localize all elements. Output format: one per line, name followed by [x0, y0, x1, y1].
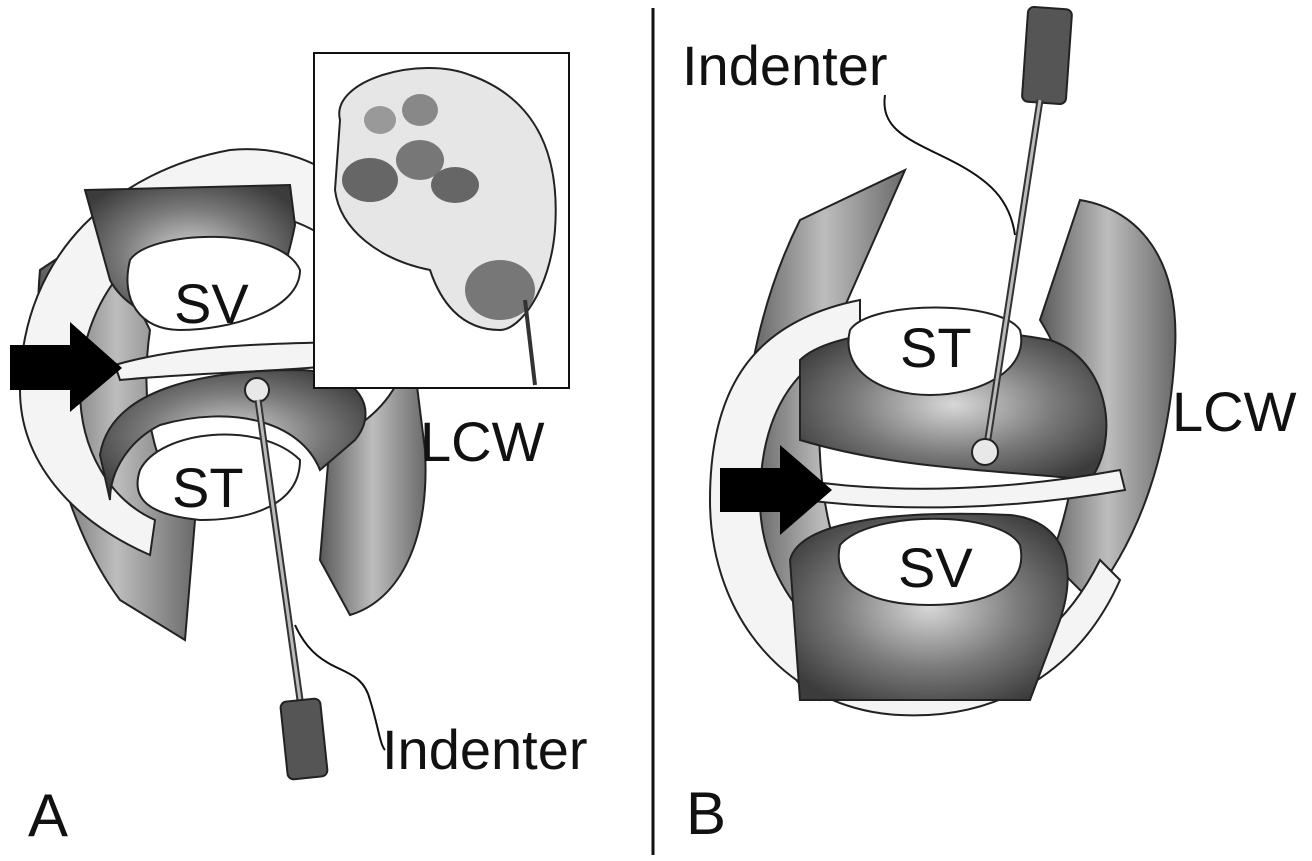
label-a-wall: LCW — [420, 414, 544, 470]
label-b-wall: LCW — [1172, 384, 1296, 440]
cochlea-inset-icon — [314, 53, 569, 388]
indenter-handle-a — [280, 698, 328, 780]
label-a-indenter: Indenter — [382, 722, 588, 778]
indenter-tip-a — [245, 378, 269, 402]
label-a-upper-chamber: SV — [174, 276, 249, 332]
label-a-lower-chamber: ST — [172, 460, 244, 516]
panel-letter-a: A — [28, 786, 68, 846]
panel-letter-b: B — [686, 784, 726, 844]
indenter-tip-b — [972, 439, 998, 465]
indenter-leader-b — [884, 95, 1015, 235]
label-b-lower-chamber: SV — [898, 540, 973, 596]
label-b-upper-chamber: ST — [900, 320, 972, 376]
indenter-handle-b — [1022, 7, 1073, 105]
label-b-indenter: Indenter — [682, 38, 888, 94]
